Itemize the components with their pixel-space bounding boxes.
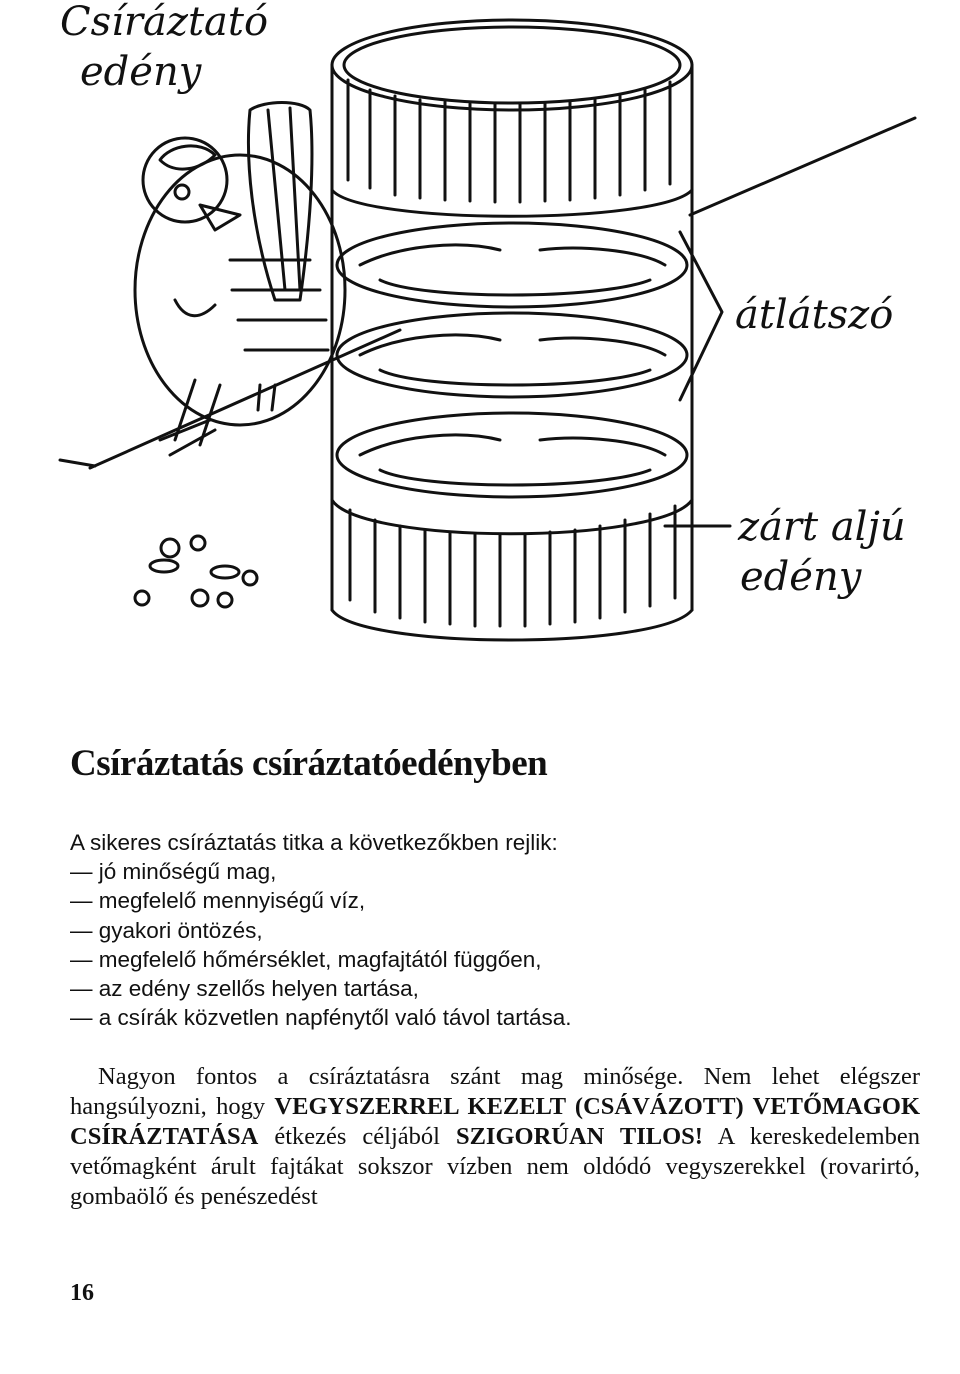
page-title: Csíráztatás csíráztatóedényben xyxy=(70,743,548,784)
label-csiraztato: Csíráztató xyxy=(60,0,268,45)
label-edeny-bottom: edény xyxy=(740,554,863,600)
label-atlatszo: átlátszó xyxy=(735,292,893,338)
list-item: — megfelelő mennyiségű víz, xyxy=(70,888,366,914)
bird-drawing xyxy=(133,101,347,457)
body-text-3: A kereskedelemben vetőmagként árult fajt… xyxy=(70,1123,920,1210)
list-item: — jó minőségű mag, xyxy=(70,859,277,885)
list-item: — a csírák közvetlen napfénytől való táv… xyxy=(70,1005,572,1031)
body-text-1: Nagyon fontos a csíráztatásra szánt mag … xyxy=(70,1063,920,1120)
sprouting-jar-drawing xyxy=(330,18,694,642)
label-zart-alju: zárt aljú xyxy=(737,504,906,550)
warning-bold-2: SZIGORÚAN TILOS! xyxy=(455,1123,703,1150)
seeds-drawing xyxy=(133,534,259,609)
branch xyxy=(88,328,402,470)
list-item: — az edény szellős helyen tartása, xyxy=(70,976,419,1002)
sprouting-jar-illustration: Csíráztató edény átlátszó zárt aljú edén… xyxy=(58,0,917,642)
page-number: 16 xyxy=(70,1280,94,1306)
list-item: — megfelelő hőmérséklet, magfajtától füg… xyxy=(70,946,542,972)
label-edeny-top: edény xyxy=(80,49,203,95)
intro-lead: A sikeres csíráztatás titka a következők… xyxy=(70,830,558,855)
body-text-2: étkezés céljából xyxy=(258,1123,456,1150)
list-item: — gyakori öntözés, xyxy=(70,917,263,943)
warning-bold-1: VEGYSZERREL KEZELT (CSÁVÁZOTT) VETŐMAGOK… xyxy=(70,1093,920,1150)
body-paragraph: Nagyon fontos a csíráztatásra szánt mag … xyxy=(70,1062,920,1212)
intro-list: A sikeres csíráztatás titka a következők… xyxy=(70,828,920,1032)
